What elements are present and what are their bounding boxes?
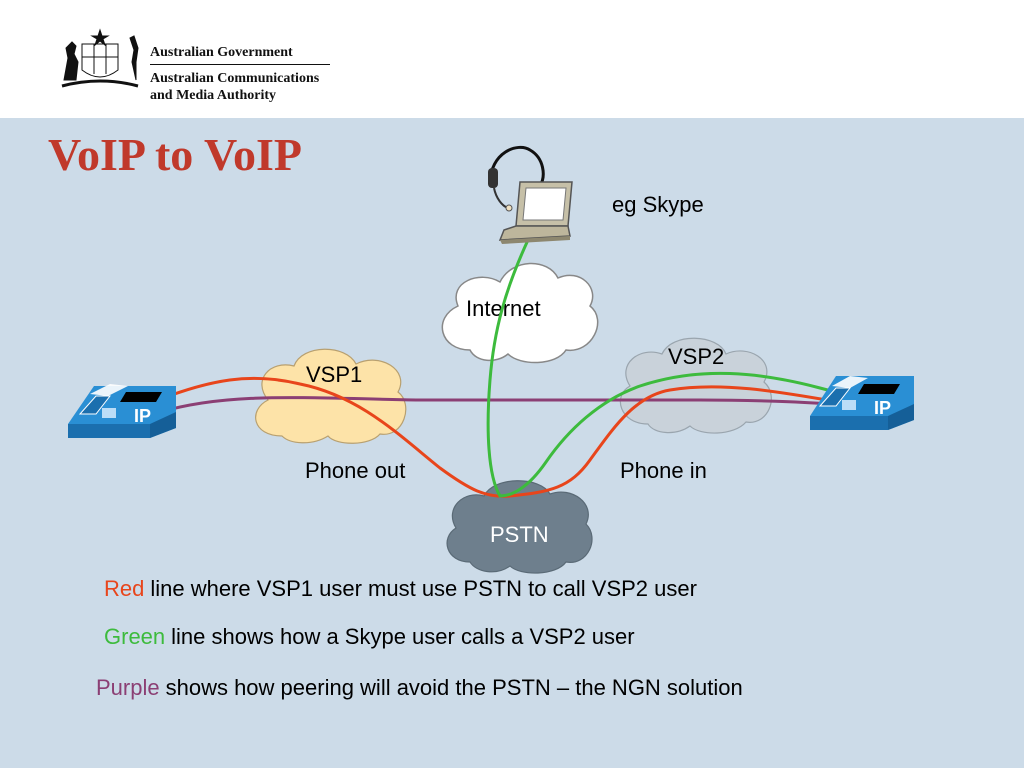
- coat-of-arms-logo: [61, 28, 139, 88]
- ip-phone-right-badge: IP: [874, 398, 891, 418]
- vsp2-label: VSP2: [668, 344, 724, 369]
- vsp1-cloud: [255, 348, 407, 444]
- red-pstn-line: [157, 376, 863, 498]
- legend-red-text: line where VSP1 user must use PSTN to ca…: [150, 576, 697, 601]
- agency-name-line-1: Australian Communications: [150, 71, 320, 86]
- skype-label: eg Skype: [612, 192, 704, 217]
- vsp2-cloud: [619, 337, 772, 434]
- purple-peering-line: [159, 396, 863, 414]
- ip-phone-right-icon: [810, 376, 914, 430]
- pstn-cloud: [446, 480, 593, 574]
- legend-purple-word: Purple: [96, 675, 160, 700]
- laptop-icon: [488, 145, 573, 244]
- legend-red-word: Red: [104, 576, 145, 601]
- ip-phone-left-badge: IP: [134, 406, 151, 426]
- internet-cloud: [441, 262, 599, 364]
- agency-name-line-2: and Media Authority: [150, 88, 277, 103]
- legend-green-text: line shows how a Skype user calls a VSP2…: [171, 624, 635, 649]
- vsp1-label: VSP1: [306, 362, 362, 387]
- green-skype-line: [486, 239, 859, 498]
- headset-icon: [488, 145, 545, 187]
- legend-green-word: Green: [104, 624, 166, 649]
- ip-phone-left-icon: [68, 384, 176, 438]
- phone-in-label: Phone in: [620, 458, 707, 483]
- header-bar: Australian Government Australian Communi…: [0, 0, 1024, 118]
- legend-purple-text: shows how peering will avoid the PSTN – …: [165, 675, 743, 700]
- phone-out-label: Phone out: [305, 458, 405, 483]
- government-name: Australian Government: [150, 45, 293, 60]
- pstn-label: PSTN: [490, 522, 549, 547]
- header-divider: [150, 64, 330, 65]
- slide-title: VoIP to VoIP: [48, 129, 302, 180]
